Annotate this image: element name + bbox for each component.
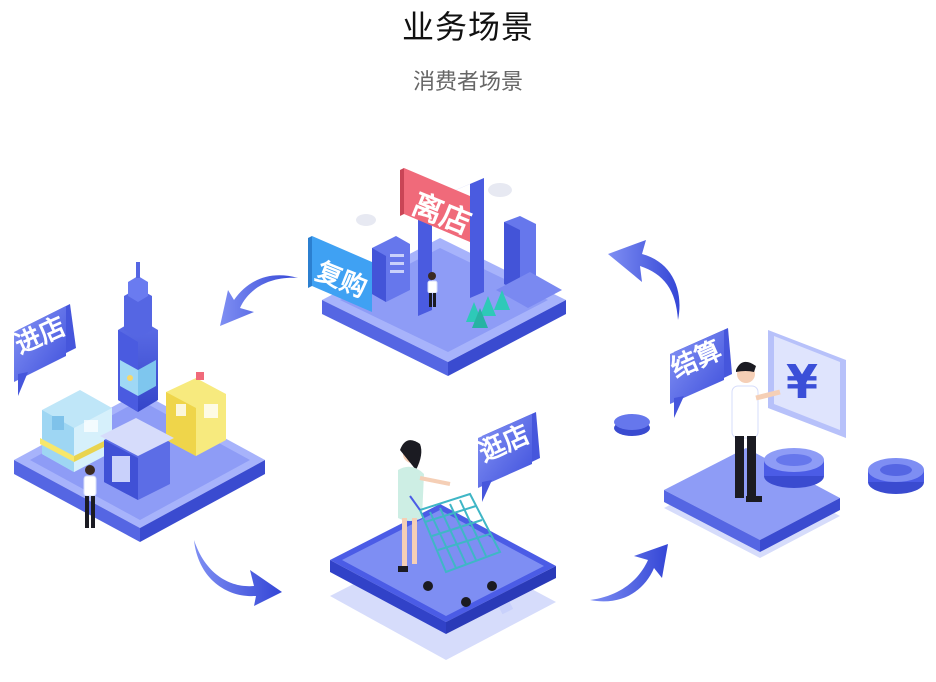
arrow-checkout-to-leave (608, 240, 680, 320)
checkout-tag: 结算 (666, 328, 732, 418)
page-subtitle: 消费者场景 (412, 70, 523, 95)
yen-symbol: ¥ (786, 355, 818, 409)
arrow-repurchase-to-enter (220, 275, 298, 326)
page-title: 业务场景 (401, 8, 534, 46)
yen-panel: ¥ (768, 330, 846, 438)
yellow-building (166, 372, 226, 456)
browse-store-tag: 逛店 (474, 412, 540, 502)
blue-shop (100, 418, 174, 500)
trees (466, 290, 510, 328)
person-paying (731, 361, 781, 502)
arrow-browse-to-checkout (590, 544, 668, 602)
leave-store-sign: 离店 (400, 168, 476, 242)
person-leaving (427, 272, 438, 307)
tower-building (118, 262, 158, 412)
coin-stack (764, 448, 824, 488)
floating-coin-right (868, 458, 924, 494)
shopping-cart (409, 492, 502, 574)
browse-store-scene: 逛店 (330, 412, 556, 660)
floating-coin-left (614, 414, 650, 436)
arrow-enter-to-browse (194, 540, 282, 606)
enter-store-tag: 进店 (11, 304, 76, 396)
flow-arrows (194, 240, 680, 606)
enter-store-scene: 进店 (11, 262, 265, 542)
leave-store-scene: 离店 复购 (308, 168, 566, 376)
glass-building (40, 390, 114, 472)
person-entering (83, 465, 97, 528)
checkout-scene: ¥ (614, 328, 924, 558)
